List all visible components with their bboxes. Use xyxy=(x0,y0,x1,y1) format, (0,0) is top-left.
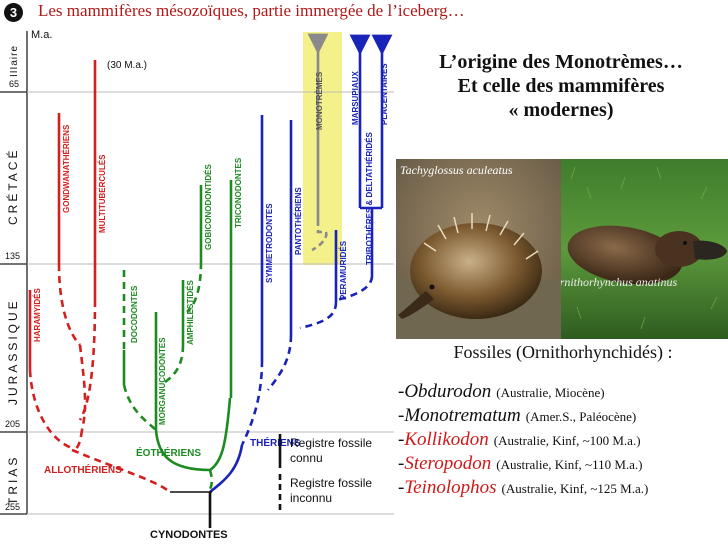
fossil-genus: Teinolophos xyxy=(404,477,497,498)
fossil-row-teinolophos: -Teinolophos (Australie, Kinf, ~125 M.a.) xyxy=(398,476,728,500)
title-line-2: Et celle des mammifères xyxy=(457,75,665,97)
echidna-photo: Tachyglossus aculeatus xyxy=(396,159,564,339)
legend-known-line2: connu xyxy=(290,451,323,465)
fossil-details: (Australie, Kinf, ~100 M.a.) xyxy=(493,433,641,448)
label-tribotheres: TRIBOTHÈRES & DELTATHÉRIDÉS xyxy=(365,131,374,265)
allotheriens-lineages xyxy=(28,60,171,494)
label-allotheriens: ALLOTHÉRIENS xyxy=(44,463,122,476)
tick-255: 255 xyxy=(5,502,20,512)
fossil-dash: - xyxy=(398,405,405,426)
slide-title: Les mammifères mésozoïques, partie immer… xyxy=(38,1,465,20)
label-cynodontes: CYNODONTES xyxy=(150,529,228,541)
label-haramyides: HARAMYIDÉS xyxy=(33,288,42,342)
fossil-genus: Steropodon xyxy=(404,453,492,474)
label-symmetrodontes: SYMMETRODONTES xyxy=(265,203,274,283)
slide-header: 3 Les mammifères mésozoïques, partie imm… xyxy=(0,0,728,26)
label-amphilestides: AMPHILESTIDÉS xyxy=(186,279,195,345)
period-triassic: TRIAS xyxy=(6,455,20,505)
fossil-dash: - xyxy=(398,477,405,498)
label-triconodontes: TRICONODONTES xyxy=(234,157,243,228)
label-pantotheriens: PANTOTHÉRIENS xyxy=(294,187,303,255)
period-jurassic: JURASSIQUE xyxy=(6,298,20,405)
slide-main-title: L’origine des Monotrèmes… Et celle des m… xyxy=(396,50,726,122)
legend-unknown-line1: Registre fossile xyxy=(290,476,372,490)
label-monotremes: MONOTRÈMES xyxy=(315,71,324,130)
monotremes-lineage xyxy=(307,33,329,252)
fossil-details: (Australie, Miocène) xyxy=(496,385,605,400)
fossil-dash: - xyxy=(398,429,405,450)
fossil-row-steropodon: -Steropodon (Australie, Kinf, ~110 M.a.) xyxy=(398,452,728,476)
fossil-dash: - xyxy=(398,381,405,402)
label-gondwanatheriens: GONDWANATHÉRIENS xyxy=(62,124,71,213)
fossil-record-legend: Registre fossile connu Registre fossile … xyxy=(278,434,372,512)
time-axis: M.a. 65 135 205 255 IIIaire CRÉTACÉ JURA… xyxy=(0,29,394,515)
fossil-row-monotrematum: -Monotrematum (Amer.S., Paléocène) xyxy=(398,404,728,428)
fossil-details: (Australie, Kinf, ~110 M.a.) xyxy=(496,457,643,472)
fossil-genus: Obdurodon xyxy=(404,381,492,402)
platypus-photo: Ornithorhynchus anatinus xyxy=(561,159,728,339)
eotheriens-lineages xyxy=(122,180,233,493)
legend-known-line1: Registre fossile xyxy=(290,436,372,450)
tick-205: 205 xyxy=(5,419,20,429)
phylogeny-diagram: M.a. 65 135 205 255 IIIaire CRÉTACÉ JURA… xyxy=(0,29,394,541)
label-docodontes: DOCODONTES xyxy=(130,285,139,343)
theriens-lineages xyxy=(209,34,393,494)
tick-135: 135 xyxy=(5,251,20,261)
label-marsupiaux: MARSUPIAUX xyxy=(351,71,360,125)
fossils-title: Fossiles (Ornithorhynchidés) : xyxy=(453,342,673,362)
legend-unknown-line2: inconnu xyxy=(290,491,332,505)
fossil-dash: - xyxy=(398,453,405,474)
fossil-genus: Monotrematum xyxy=(404,405,521,426)
label-peramurides: PERAMURIDÉS xyxy=(339,240,348,300)
label-theriens: THÉRIENS xyxy=(250,436,301,449)
section-number-badge: 3 xyxy=(4,3,23,22)
label-gobiconodontides: GOBICONODONTIDÉS xyxy=(204,164,213,250)
label-morganucodontes: MORGANUCODONTES xyxy=(158,337,167,425)
period-tertiary: IIIaire xyxy=(9,45,20,77)
echidna-caption: Tachyglossus aculeatus xyxy=(400,163,513,177)
label-multitubercules: MULTITUBERCULÉS xyxy=(98,154,107,233)
title-line-1: L’origine des Monotrèmes… xyxy=(439,51,683,73)
fossil-row-obdurodon: -Obdurodon (Australie, Miocène) xyxy=(398,380,728,404)
axis-unit-label: M.a. xyxy=(31,29,52,41)
monotremes-highlight xyxy=(303,32,342,265)
platypus-caption: Ornithorhynchus anatinus xyxy=(561,275,678,289)
label-eotheriens: ÉOTHÉRIENS xyxy=(136,446,201,459)
annotation-30ma: (30 M.a.) xyxy=(107,60,147,71)
fossil-details: (Australie, Kinf, ~125 M.a.) xyxy=(501,481,649,496)
title-line-3: « modernes) xyxy=(508,99,614,121)
period-cretaceous: CRÉTACÉ xyxy=(5,148,20,225)
fossil-details: (Amer.S., Paléocène) xyxy=(525,409,637,424)
tick-65: 65 xyxy=(9,79,19,89)
fossils-list: -Obdurodon(Australie, Miocène) -Monotrem… xyxy=(398,380,728,500)
fossil-genus: Kollikodon xyxy=(404,429,489,450)
fossil-row-kollikodon: -Kollikodon (Australie, Kinf, ~100 M.a.) xyxy=(398,428,728,452)
label-placentaires: PLACENTAIRES xyxy=(380,63,389,125)
